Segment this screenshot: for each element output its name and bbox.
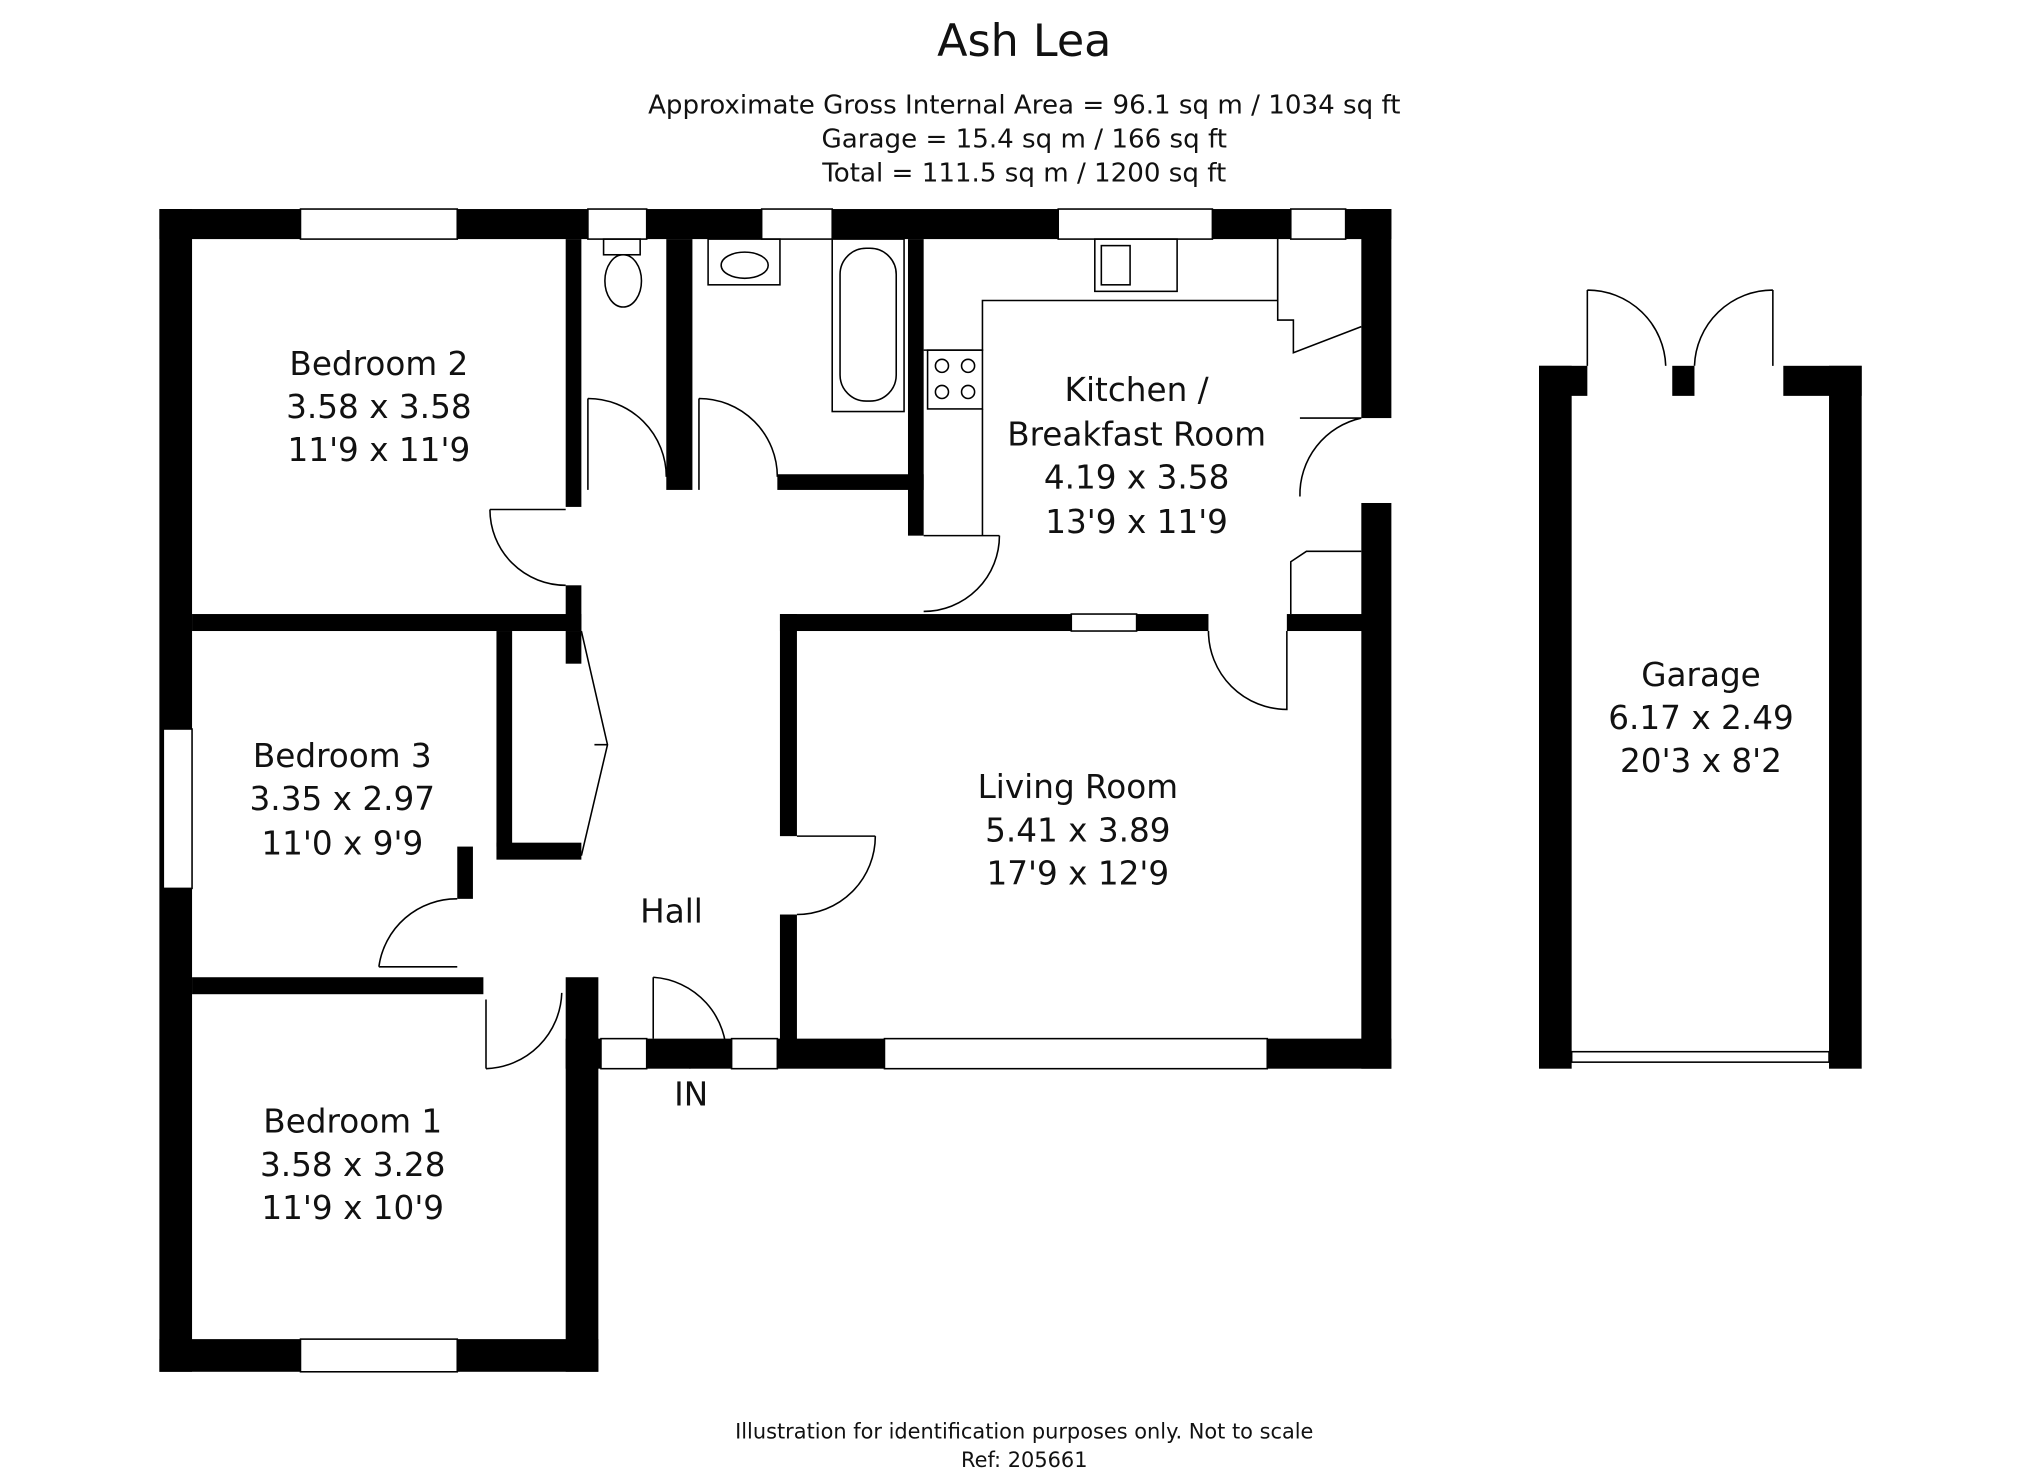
room-name-2: Breakfast Room bbox=[1007, 416, 1266, 454]
room-imperial: 11'9 x 10'9 bbox=[261, 1189, 444, 1227]
reference: Ref: 205661 bbox=[961, 1448, 1087, 1472]
room-imperial: 11'9 x 11'9 bbox=[288, 431, 471, 469]
room-metric: 5.41 x 3.89 bbox=[985, 811, 1171, 849]
gross-internal-area: Approximate Gross Internal Area = 96.1 s… bbox=[648, 91, 1400, 121]
room-metric: 4.19 x 3.58 bbox=[1044, 459, 1230, 497]
room-hall: Hall bbox=[640, 892, 703, 930]
room-name: Living Room bbox=[978, 768, 1178, 806]
room-metric: 3.58 x 3.28 bbox=[260, 1146, 446, 1184]
room-metric: 3.58 x 3.58 bbox=[286, 388, 472, 426]
room-garage: Garage 6.17 x 2.49 20'3 x 8'2 bbox=[1608, 656, 1794, 780]
room-living: Living Room 5.41 x 3.89 17'9 x 12'9 bbox=[978, 768, 1178, 892]
entrance-label: IN bbox=[674, 1075, 708, 1113]
room-name: Bedroom 1 bbox=[263, 1103, 442, 1141]
room-bedroom-3: Bedroom 3 3.35 x 2.97 11'0 x 9'9 bbox=[250, 737, 436, 863]
room-bedroom-2: Bedroom 2 3.58 x 3.58 11'9 x 11'9 bbox=[286, 345, 472, 469]
garage-area: Garage = 15.4 sq m / 166 sq ft bbox=[822, 125, 1227, 155]
room-name: Bedroom 3 bbox=[253, 737, 432, 775]
room-metric: 6.17 x 2.49 bbox=[1608, 699, 1794, 737]
room-kitchen: Kitchen / Breakfast Room 4.19 x 3.58 13'… bbox=[1007, 371, 1266, 541]
room-name: Kitchen / bbox=[1065, 371, 1209, 409]
garage-walls bbox=[1539, 289, 1862, 1069]
house-walls bbox=[159, 208, 1392, 1373]
room-imperial: 13'9 x 11'9 bbox=[1045, 503, 1228, 541]
room-imperial: 20'3 x 8'2 bbox=[1620, 742, 1782, 780]
room-imperial: 17'9 x 12'9 bbox=[986, 854, 1169, 892]
room-bedroom-1: Bedroom 1 3.58 x 3.28 11'9 x 10'9 bbox=[260, 1103, 446, 1227]
room-metric: 3.35 x 2.97 bbox=[250, 780, 436, 818]
disclaimer: Illustration for identification purposes… bbox=[735, 1419, 1313, 1443]
room-name: Garage bbox=[1641, 656, 1761, 694]
total-area: Total = 111.5 sq m / 1200 sq ft bbox=[821, 159, 1226, 189]
room-name: Bedroom 2 bbox=[289, 345, 468, 383]
room-imperial: 11'0 x 9'9 bbox=[261, 824, 423, 862]
plan-title: Ash Lea bbox=[937, 16, 1111, 67]
entrance-arrow-icon bbox=[678, 1041, 701, 1069]
